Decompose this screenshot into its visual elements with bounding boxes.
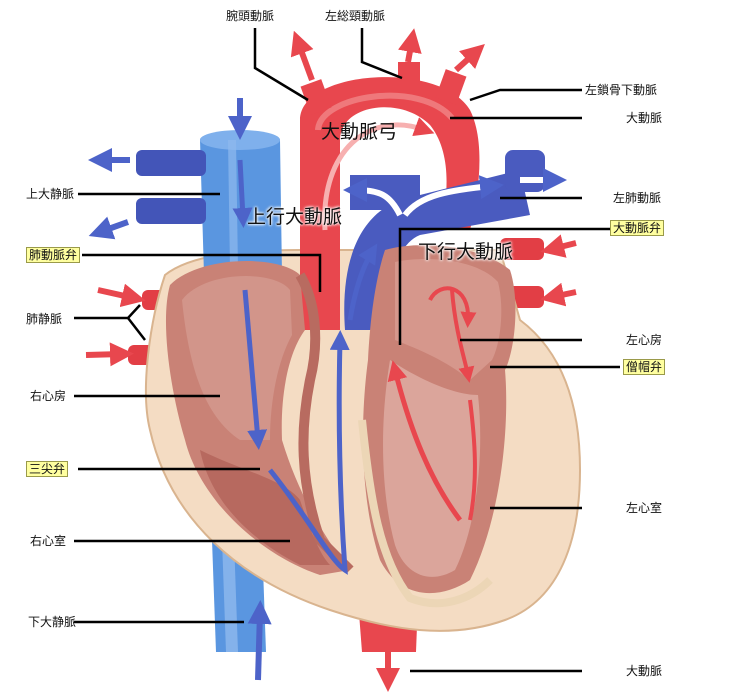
label-aortic-valve: 大動脈弁 xyxy=(609,220,665,236)
label-left-atrium: 左心房 xyxy=(626,333,663,347)
label-superior-vena-cava: 上大静脈 xyxy=(26,187,75,201)
label-left-pulmonary-artery: 左肺動脈 xyxy=(613,191,662,205)
pulmonary-artery xyxy=(344,150,545,330)
superior-vena-cava xyxy=(136,130,282,275)
label-right-ventricle: 右心室 xyxy=(30,534,67,548)
label-left-ventricle: 左心室 xyxy=(626,501,663,515)
label-brachiocephalic-artery: 腕頭動脈 xyxy=(226,9,275,23)
label-ascending-aorta: 上行大動脈 xyxy=(247,206,343,228)
arterial-flow-arrows xyxy=(85,28,577,692)
label-tricuspid-valve: 三尖弁 xyxy=(25,461,69,477)
label-aorta-bottom: 大動脈 xyxy=(626,664,663,678)
label-mitral-valve: 僧帽弁 xyxy=(622,359,666,375)
leader-lines xyxy=(74,28,620,673)
venous-flow-arrows xyxy=(88,98,567,681)
label-aorta-top: 大動脈 xyxy=(626,111,663,125)
label-pulmonary-valve: 肺動脈弁 xyxy=(25,247,81,263)
septum xyxy=(295,272,354,574)
label-inferior-vena-cava: 下大静脈 xyxy=(28,615,77,629)
label-pulmonary-vein: 肺静脈 xyxy=(26,312,63,326)
aorta xyxy=(300,62,480,330)
label-left-common-carotid: 左総頸動脈 xyxy=(325,9,386,23)
label-descending-aorta: 下行大動脈 xyxy=(418,241,514,263)
label-aortic-arch: 大動脈弓 xyxy=(321,121,398,143)
label-right-atrium: 右心房 xyxy=(30,389,67,403)
label-left-subclavian: 左鎖骨下動脈 xyxy=(585,83,658,97)
